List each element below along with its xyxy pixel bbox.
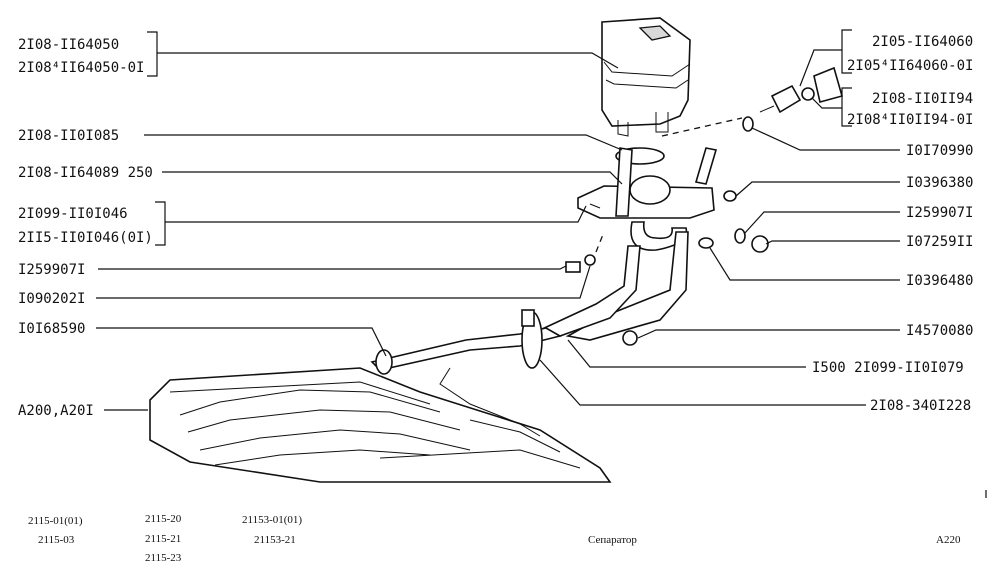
part-label: I4570080 (906, 323, 973, 339)
model-code: 2115-03 (38, 534, 75, 546)
model-code: 21153-01(01) (242, 514, 302, 526)
part-label: I07259II (906, 234, 973, 250)
part-label: 2I099-II0I046 (18, 206, 128, 222)
page-code: A220 (936, 534, 961, 546)
part-label: 2I08-II64050 (18, 37, 119, 53)
part-label: 2I05⁴II64060-0I (847, 58, 973, 74)
separator-drawing (370, 17, 843, 437)
part-label: A200,A20I (18, 403, 94, 419)
part-label: I0I68590 (18, 321, 85, 337)
part-label: I500 2I099-II0I079 (812, 360, 964, 376)
part-label: 2I08⁴II0II94-0I (847, 112, 973, 128)
diagram-artwork (149, 17, 843, 483)
part-label: 2I08-II0I085 (18, 128, 119, 144)
left-part-labels: 2I08-II64050 2I08⁴II64050-0I 2I08-II0I08… (18, 37, 153, 419)
fuel-tank-drawing (149, 367, 612, 483)
part-label: 2II5-II0I046(0I) (18, 230, 153, 246)
part-label: 2I08⁴II64050-0I (18, 60, 144, 76)
part-label: I0396380 (906, 175, 973, 191)
model-code: 2115-01(01) (28, 515, 83, 527)
footer: 2115-01(01) 2115-03 2115-20 2115-21 2115… (28, 513, 961, 564)
model-code: 21153-21 (254, 534, 296, 546)
model-code: 2115-20 (145, 513, 182, 525)
part-label: 2I08-340I228 (870, 398, 971, 414)
page-title: Сепаратор (588, 534, 637, 546)
part-label: I259907I (18, 262, 85, 278)
part-label: 2I08-II0II94 (872, 91, 973, 107)
model-code: 2115-21 (145, 533, 181, 545)
part-label: I090202I (18, 291, 85, 307)
leader-lines (96, 29, 987, 498)
part-label: 2I08-II64089 250 (18, 165, 153, 181)
part-label: I0396480 (906, 273, 973, 289)
model-code: 2115-23 (145, 552, 182, 564)
part-label: I0I70990 (906, 143, 973, 159)
right-part-labels: 2I05-II64060 2I05⁴II64060-0I 2I08-II0II9… (812, 34, 973, 414)
part-label: 2I05-II64060 (872, 34, 973, 50)
part-label: I259907I (906, 205, 973, 221)
